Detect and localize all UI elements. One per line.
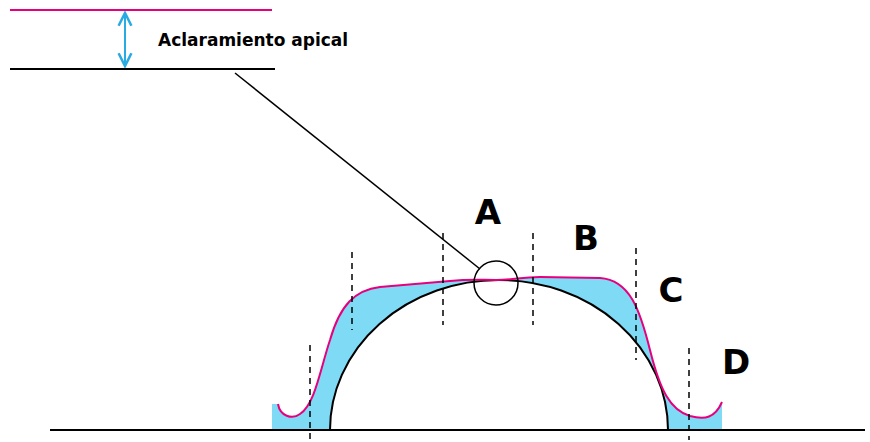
clearance-arrow [124,13,126,66]
annotation-label: Aclaramiento apical [158,32,348,49]
baseline [50,429,865,431]
zone-letter: B [573,221,599,255]
zone-divider [688,348,690,440]
zone-letter: C [659,273,684,307]
zone-divider [309,345,311,440]
cornea-curve [330,280,668,430]
leader-line [235,73,480,269]
tear-film [272,277,722,430]
zone-divider [532,233,534,325]
zone-divider [442,233,444,325]
lens-reference-line [10,9,272,11]
lens-curve [278,277,722,418]
zone-dividers [310,233,689,440]
detail-circle [474,261,518,305]
zone-letter: D [722,345,750,379]
zone-divider [635,248,637,360]
zone-letter: A [475,195,501,229]
cornea-reference-line [10,68,275,70]
zone-divider [351,252,353,330]
